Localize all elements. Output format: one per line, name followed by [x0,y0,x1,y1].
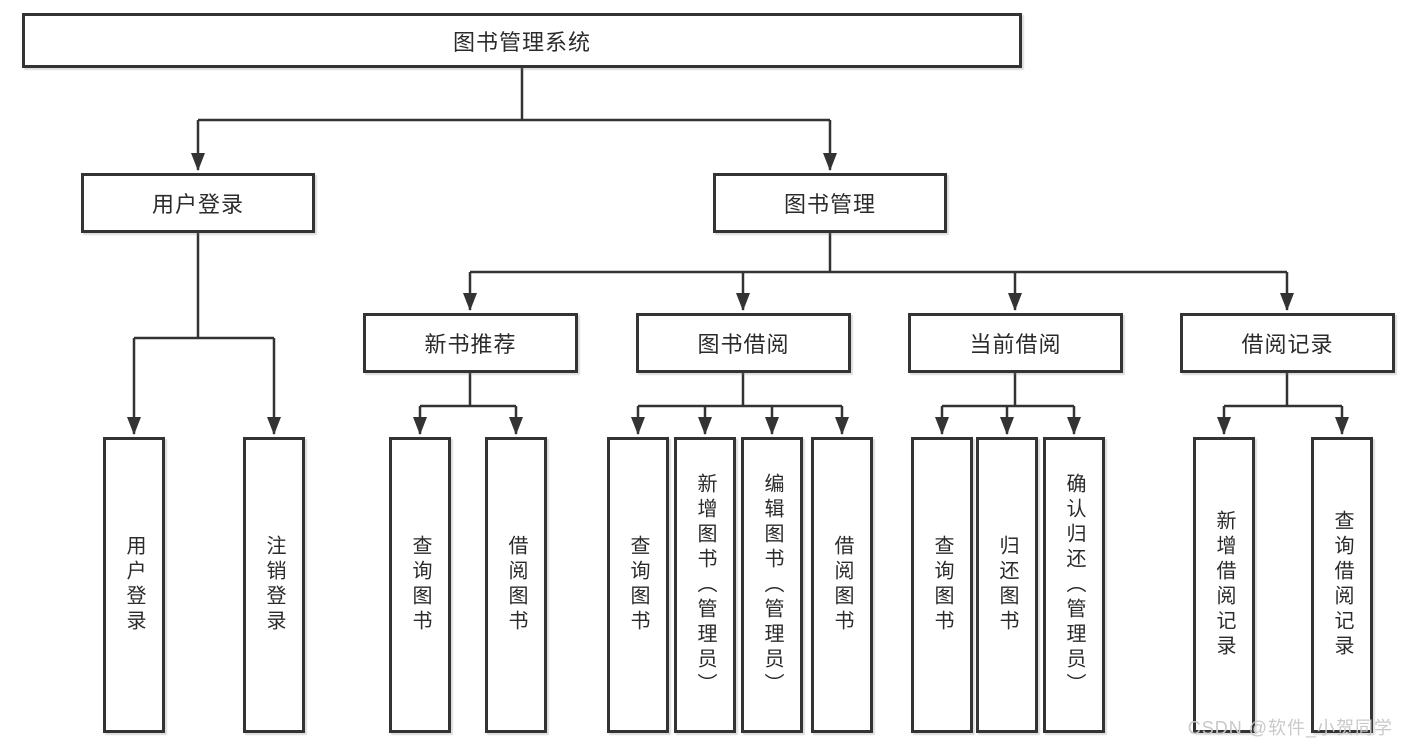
leaf-add-book-admin: 新增图书（管理员） [674,437,736,733]
node-borrow-records: 借阅记录 [1180,313,1395,373]
leaf-query-books-borrow: 查询图书 [607,437,669,733]
leaf-add-borrow-record: 新增借阅记录 [1193,437,1255,733]
leaf-query-books-recommend-label: 查询图书 [409,535,431,635]
leaf-query-books-current: 查询图书 [911,437,973,733]
leaf-query-books-current-label: 查询图书 [931,535,953,635]
leaf-query-borrow-record-label: 查询借阅记录 [1331,510,1353,660]
node-book-borrow: 图书借阅 [636,313,851,373]
node-new-book-recommend-label: 新书推荐 [424,332,517,357]
leaf-user-login-label: 用户登录 [123,535,145,635]
leaf-borrow-books-label: 借阅图书 [831,535,853,635]
node-current-borrow-label: 当前借阅 [969,332,1062,357]
node-borrow-records-label: 借阅记录 [1241,332,1334,357]
leaf-return-book-label: 归还图书 [996,535,1018,635]
node-library-system-label: 图书管理系统 [452,29,591,55]
leaf-user-login: 用户登录 [103,437,165,733]
leaf-edit-book-admin: 编辑图书（管理员） [741,437,803,733]
node-user-login: 用户登录 [81,173,315,233]
csdn-watermark: CSDN @软件_小贺同学 [1187,718,1393,738]
leaf-query-books-recommend: 查询图书 [389,437,451,733]
leaf-borrow-books-recommend-label: 借阅图书 [505,535,527,635]
leaf-add-borrow-record-label: 新增借阅记录 [1213,510,1235,660]
node-user-login-label: 用户登录 [151,192,244,217]
node-new-book-recommend: 新书推荐 [363,313,578,373]
leaf-logout-label: 注销登录 [263,535,285,635]
node-library-system: 图书管理系统 [22,13,1022,68]
leaf-confirm-return-admin: 确认归还（管理员） [1043,437,1105,733]
leaf-borrow-books-recommend: 借阅图书 [485,437,547,733]
leaf-add-book-admin-label: 新增图书（管理员） [694,472,716,698]
node-book-management: 图书管理 [713,173,947,233]
node-book-management-label: 图书管理 [783,192,876,217]
leaf-borrow-books: 借阅图书 [811,437,873,733]
leaf-confirm-return-admin-label: 确认归还（管理员） [1063,472,1085,698]
node-book-borrow-label: 图书借阅 [697,332,790,357]
leaf-query-borrow-record: 查询借阅记录 [1311,437,1373,733]
leaf-edit-book-admin-label: 编辑图书（管理员） [761,472,783,698]
node-current-borrow: 当前借阅 [908,313,1123,373]
leaf-logout: 注销登录 [243,437,305,733]
leaf-query-books-borrow-label: 查询图书 [627,535,649,635]
leaf-return-book: 归还图书 [976,437,1038,733]
